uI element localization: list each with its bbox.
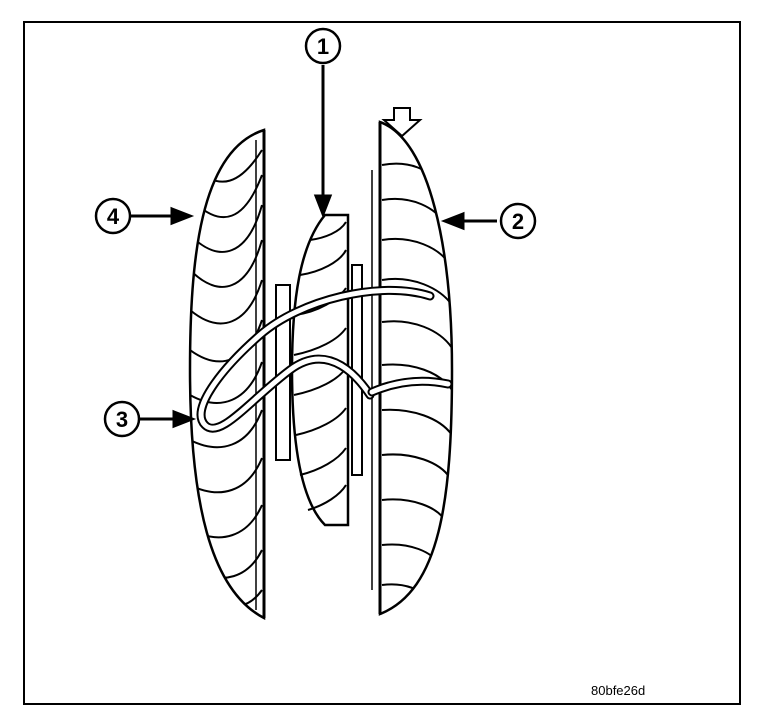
callout-1: 1 xyxy=(304,27,342,65)
fluid-flow-path xyxy=(196,285,453,433)
rotation-direction-arrow xyxy=(381,107,423,138)
callout-4: 4 xyxy=(94,197,132,235)
right-bladed-wheel xyxy=(371,120,454,616)
callout-arrows xyxy=(130,65,497,429)
callout-4-label: 4 xyxy=(107,204,120,229)
center-bladed-wheel xyxy=(275,213,363,527)
figure-id: 80bfe26d xyxy=(591,683,646,698)
callout-2-label: 2 xyxy=(512,209,524,234)
callout-1-label: 1 xyxy=(317,34,329,59)
callout-2: 2 xyxy=(499,202,537,240)
callout-3-label: 3 xyxy=(116,407,128,432)
callout-3: 3 xyxy=(103,400,141,438)
